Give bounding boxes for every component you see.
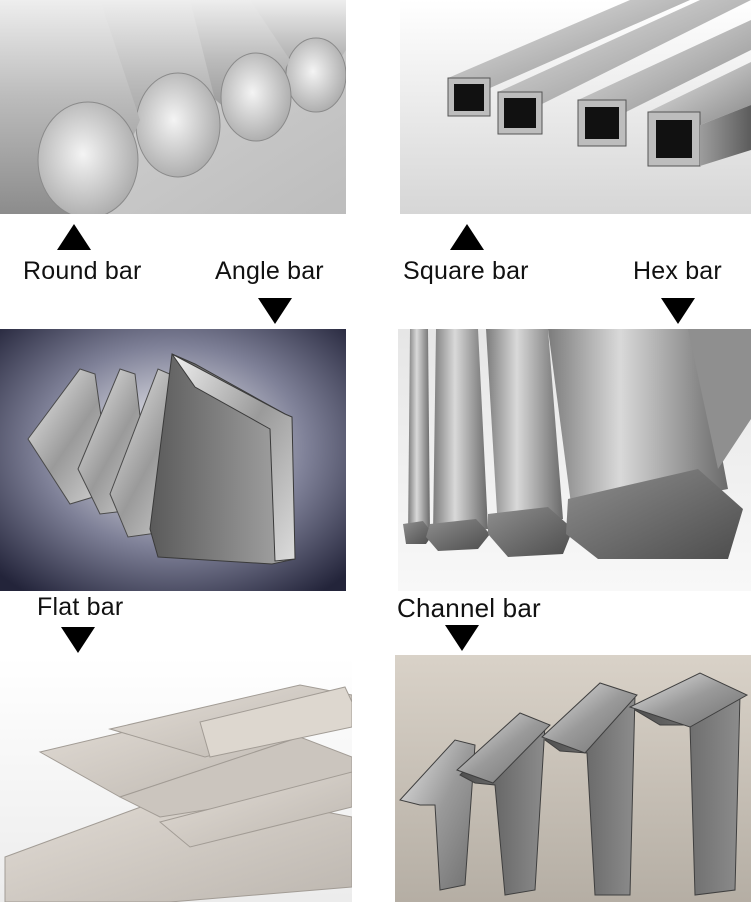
flat-bar-label: Flat bar [37, 593, 124, 621]
hex-bar-arrow-icon [661, 298, 695, 324]
round-bar-label: Round bar [23, 257, 142, 285]
hex-bar-label: Hex bar [633, 257, 722, 285]
channel-bar-label: Channel bar [397, 593, 541, 623]
channel-bar-arrow-icon [445, 625, 479, 651]
angle-bar-arrow-icon [258, 298, 292, 324]
round-bar-photo [0, 0, 346, 214]
flat-bar-arrow-icon [61, 627, 95, 653]
square-bar-arrow-icon [450, 224, 484, 250]
angle-bar-photo [0, 329, 346, 591]
square-bar-photo [400, 0, 751, 214]
hex-bar-photo [398, 329, 751, 591]
round-bar-arrow-icon [57, 224, 91, 250]
square-bar-label: Square bar [403, 257, 529, 285]
flat-bar-photo [0, 657, 352, 902]
channel-bar-photo [395, 655, 751, 902]
angle-bar-label: Angle bar [215, 257, 324, 285]
